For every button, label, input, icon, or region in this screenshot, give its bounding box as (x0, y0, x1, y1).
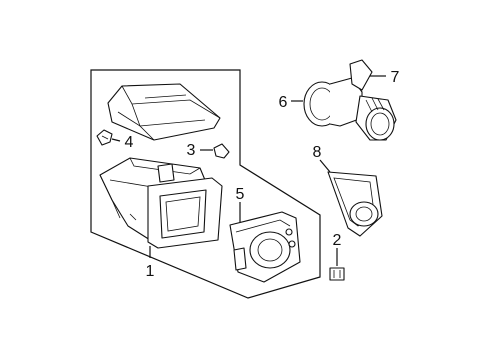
clip-part-4 (96, 129, 113, 146)
leader-4 (111, 138, 121, 142)
intake-tube-part-6 (303, 59, 397, 141)
callout-3: 3 (187, 142, 196, 159)
callout-5: 5 (236, 186, 245, 203)
callout-1: 1 (146, 263, 155, 280)
callout-8: 8 (313, 144, 322, 161)
callout-7: 7 (391, 69, 400, 86)
clamp-part-2 (329, 267, 345, 281)
callout-4: 4 (125, 134, 134, 151)
clip-part-3 (213, 143, 230, 159)
air-duct-adapter-part-5 (229, 211, 301, 283)
air-cleaner-cover (107, 83, 221, 141)
callout-6: 6 (279, 94, 288, 111)
assembly-outline (90, 69, 321, 299)
seal-part-8 (327, 171, 383, 237)
callout-2: 2 (333, 232, 342, 249)
leader-8 (319, 159, 331, 173)
air-cleaner-lower-housing (99, 157, 223, 249)
